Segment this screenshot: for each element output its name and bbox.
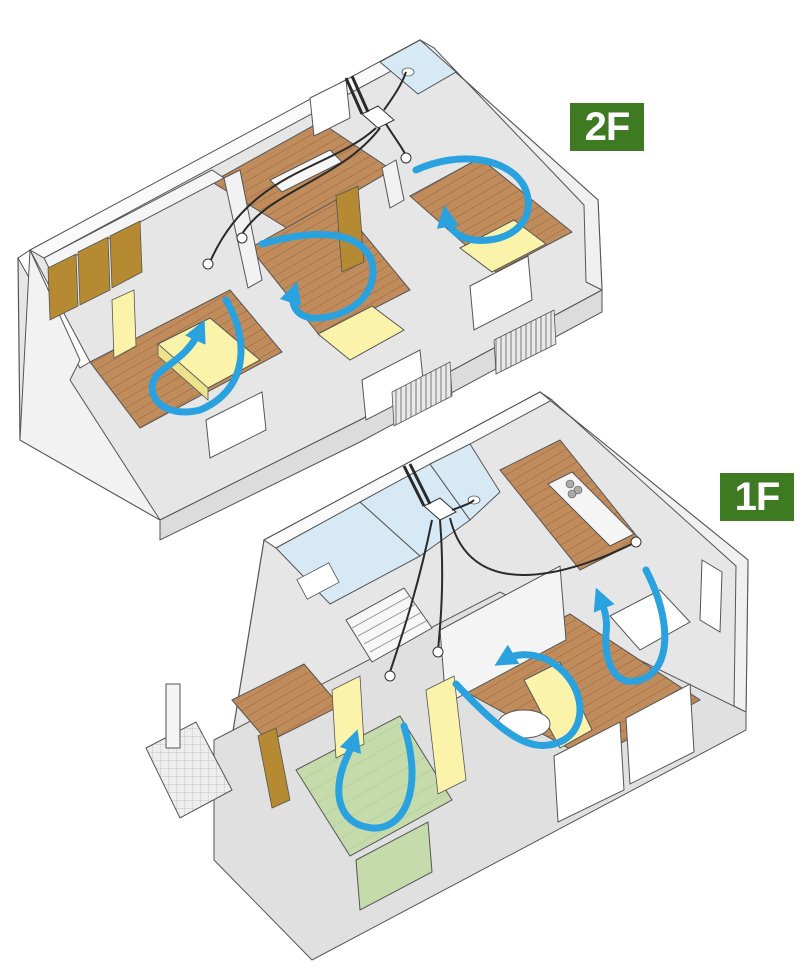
airflow-arrow-left — [148, 296, 245, 416]
second-floor-outer-wall-right — [419, 39, 603, 291]
entrance-post — [165, 683, 181, 749]
toilet-fixture — [401, 67, 415, 77]
living-window — [553, 721, 625, 823]
airflow-arrow-living — [452, 644, 584, 749]
duct-1f-toilet — [451, 499, 475, 511]
left-room-door — [111, 289, 137, 359]
balcony-railing-1 — [391, 361, 453, 427]
duct-2f-middle — [241, 127, 381, 235]
duct-1f-kitchen — [449, 517, 637, 576]
first-floor-airflow — [335, 566, 669, 832]
airflow-arrow-dining — [593, 566, 669, 685]
diffuser-2f-middle — [236, 232, 248, 244]
left-closet-door-1 — [47, 253, 79, 321]
duct-2f-toilet — [383, 71, 407, 111]
right-bed — [459, 219, 547, 273]
diffuser-1f-tatami — [384, 670, 396, 682]
diffuser-1f-kitchen — [630, 536, 642, 548]
stove-burners — [565, 479, 583, 499]
first-floor-ventilation — [384, 463, 642, 682]
dining-table — [609, 589, 691, 651]
living-partition-wall — [439, 565, 567, 705]
dining-window — [625, 683, 695, 785]
living-door — [425, 675, 467, 795]
side-window — [699, 559, 723, 633]
left-closet-door-2 — [77, 236, 111, 306]
airflow-arrow-middle — [258, 230, 377, 322]
left-bed-side — [157, 343, 209, 401]
second-floor-airflow — [148, 155, 532, 416]
diffuser-1f-living — [432, 646, 444, 658]
second-floor-ventilation — [202, 71, 412, 270]
second-floor-front-wall — [159, 289, 603, 541]
floor-label-1f: 1F — [720, 473, 794, 521]
balcony-railing-2 — [493, 309, 557, 375]
first-floor-toilet — [429, 443, 501, 521]
bathtub — [296, 562, 340, 600]
ventilation-unit-2f — [361, 105, 395, 129]
stair-steps — [351, 595, 429, 653]
diffuser-2f-right — [400, 152, 412, 164]
duct-2f-outside — [344, 75, 370, 115]
tatami-closet-door — [257, 727, 291, 809]
duct-1f-tatami — [389, 519, 433, 673]
first-floor-right-wall — [539, 391, 749, 713]
airflow-arrow-tatami — [335, 722, 416, 832]
middle-room-wall — [223, 169, 263, 289]
middle-closet-door — [335, 185, 365, 273]
tatami-window — [355, 821, 433, 911]
ventilation-unit-1f — [423, 497, 457, 521]
left-closet-door-3 — [109, 220, 143, 289]
right-room-wall — [381, 159, 405, 209]
middle-bed — [317, 305, 405, 361]
floor-label-2f: 2F — [570, 103, 644, 151]
second-floor-toilet — [379, 39, 457, 95]
second-floor-plan — [17, 39, 603, 541]
airflow-arrow-right — [412, 155, 532, 244]
kitchen-counter — [547, 471, 635, 547]
left-window — [205, 391, 267, 459]
back-window — [309, 79, 351, 137]
right-window — [469, 255, 533, 331]
duct-1f-outside — [402, 463, 432, 507]
first-floor-plan — [145, 391, 749, 961]
duct-2f-left — [209, 127, 377, 263]
diffuser-2f-left — [202, 258, 214, 270]
duct-1f-living — [437, 519, 444, 651]
